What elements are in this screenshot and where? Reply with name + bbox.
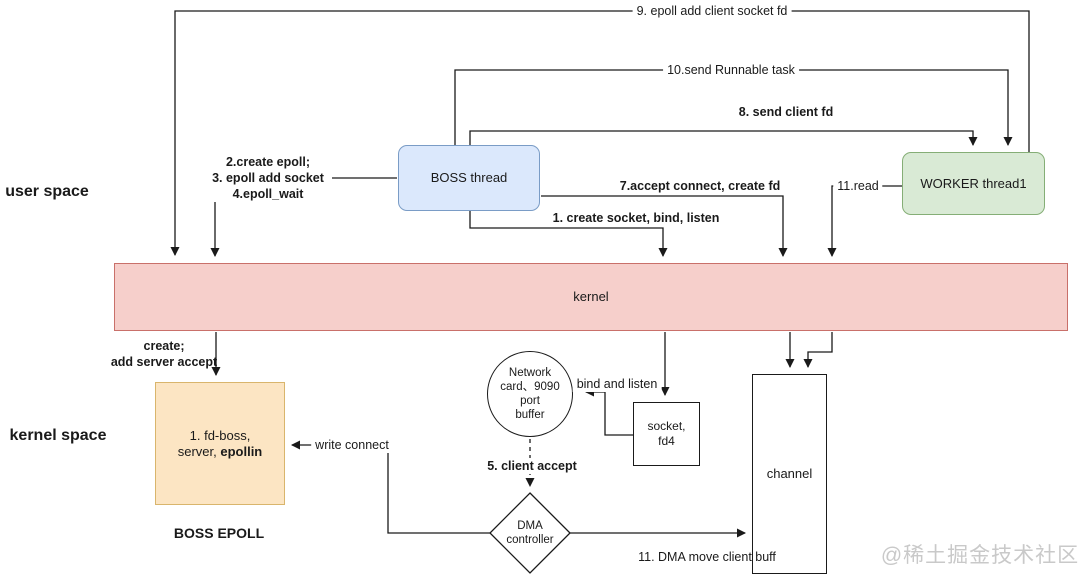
network-card-node: Network card、9090 port buffer: [487, 351, 573, 437]
user-space-label: user space: [5, 183, 89, 200]
network-card-line2: card、9090: [500, 381, 560, 393]
dma-diamond: [489, 492, 571, 574]
dma-line2: controller: [506, 534, 554, 546]
create-add-server-label: create; add server accept: [110, 339, 218, 369]
channel-label: channel: [766, 466, 813, 481]
edge-7-label: 7.accept connect, create fd: [619, 179, 781, 193]
edge-5-label: 5. client accept: [483, 458, 581, 474]
edge-kernel-to-channel-b: [803, 332, 833, 369]
bind-listen-label: bind and listen: [572, 376, 662, 392]
socket-fd4-node: socket, fd4: [633, 402, 700, 466]
network-card-line4: buffer: [515, 409, 545, 421]
worker-thread-node: WORKER thread1: [902, 152, 1045, 215]
boss-epoll-line2: server, epollin: [177, 443, 263, 459]
edge-8-send-client-fd: [469, 130, 978, 147]
kernel-space-label: kernel space: [9, 427, 107, 444]
boss-epoll-caption: BOSS EPOLL: [173, 525, 265, 541]
dma-controller-node: DMA controller: [490, 493, 570, 573]
worker-thread-label: WORKER thread1: [920, 175, 1027, 191]
edge-9-label: 9. epoll add client socket fd: [632, 3, 792, 19]
write-connect-label: write connect: [311, 437, 393, 453]
kernel-label: kernel: [573, 289, 609, 304]
edge-10-send-runnable: [454, 69, 1013, 147]
edge-8-label: 8. send client fd: [738, 105, 834, 119]
kernel-bar: kernel: [114, 263, 1068, 331]
socket-fd4-line2: fd4: [658, 434, 675, 448]
edge-7-accept-connect: [541, 195, 788, 258]
edge-11-read: [827, 185, 902, 258]
edge-11-dma-label: 11. DMA move client buff: [638, 550, 776, 564]
edge-write-connect: [290, 440, 490, 534]
edge-10-label: 10.send Runnable task: [663, 62, 799, 78]
boss-thread-label: BOSS thread: [430, 170, 508, 185]
edge-bind-and-listen: [584, 387, 633, 436]
edge-1-label: 1. create socket, bind, listen: [552, 211, 720, 225]
edge-9-epoll-add-client-fd: [170, 10, 1030, 257]
network-card-line1: Network: [508, 367, 552, 379]
network-card-line3: port: [520, 395, 540, 407]
boss-epoll-line1: 1. fd-boss,: [189, 427, 251, 443]
edge-11-read-label: 11.read: [833, 178, 883, 194]
dma-line1: DMA: [517, 520, 543, 532]
socket-fd4-line1: socket,: [647, 419, 686, 433]
edge-1-create-socket: [469, 211, 668, 258]
watermark: @稀土掘金技术社区: [880, 544, 1080, 567]
syscalls-label: 2.create epoll; 3. epoll add socket 4.ep…: [212, 155, 324, 201]
boss-epoll-node: 1. fd-boss, server, epollin: [155, 382, 285, 505]
channel-node: channel: [752, 374, 827, 574]
boss-thread-node: BOSS thread: [398, 145, 540, 211]
